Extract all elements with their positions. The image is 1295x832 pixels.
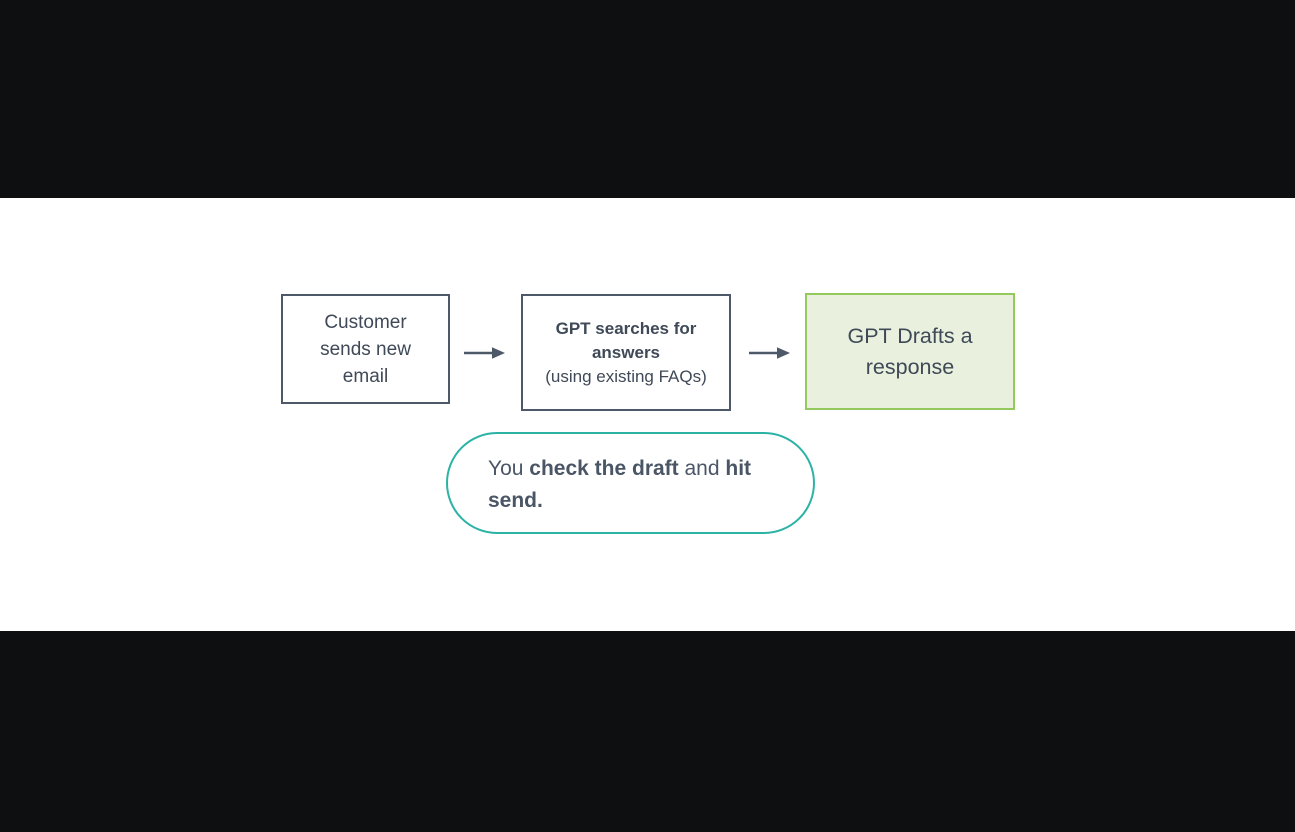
flow-step-gpt-searches: GPT searches for answers (using existing…	[521, 294, 731, 411]
slide-canvas: Customer sends new email GPT searches fo…	[0, 198, 1295, 631]
box-text-line: answers	[591, 342, 661, 362]
box-text-line: response	[865, 354, 955, 379]
callout-text-bold: check the draft	[529, 457, 679, 480]
box-text-line: sends new	[320, 338, 411, 360]
callout-text-bold: hit send.	[488, 457, 752, 512]
box-text-line: Customer	[324, 311, 407, 333]
box-text-line: GPT Drafts a	[847, 323, 973, 348]
box-text-note: (using existing FAQs)	[545, 366, 707, 386]
callout-text: and	[678, 457, 726, 480]
flow-step-customer-email: Customer sends new email	[281, 294, 450, 404]
arrow-right-icon	[464, 347, 505, 359]
callout-pill: You check the draft and hit send.	[446, 432, 815, 534]
box-text-line: email	[342, 365, 389, 387]
box-text-line: GPT searches for	[555, 318, 697, 338]
callout-text: You	[488, 457, 530, 480]
flow-step-gpt-drafts: GPT Drafts a response	[805, 293, 1015, 410]
arrow-right-icon	[749, 347, 790, 359]
